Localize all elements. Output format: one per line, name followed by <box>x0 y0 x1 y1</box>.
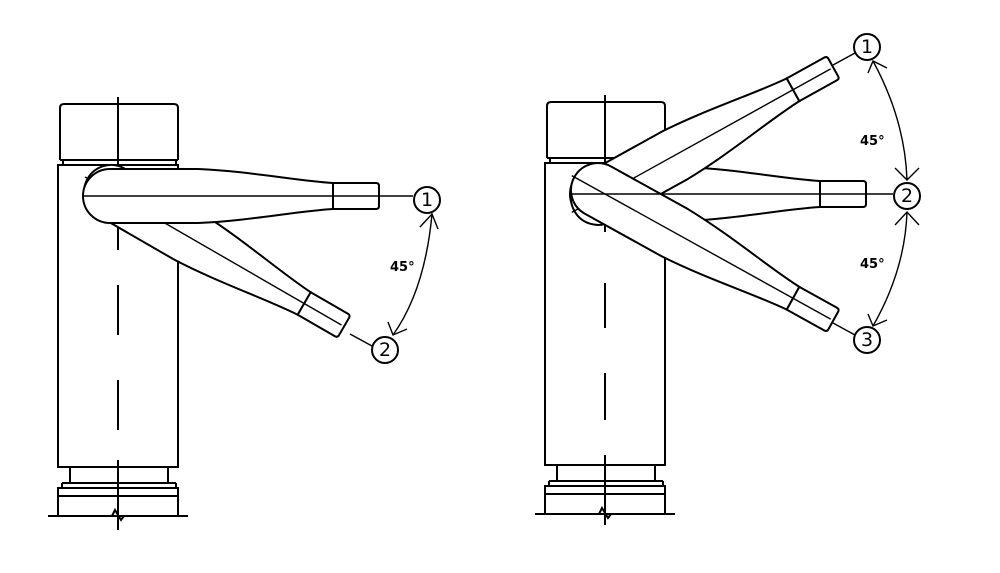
position-marker-2: 2 <box>371 336 399 364</box>
svg-text:3: 3 <box>861 329 873 351</box>
angle-label: 45° <box>390 260 415 275</box>
angle-label-upper: 45° <box>860 134 885 149</box>
position-marker-1: 1 <box>413 186 441 214</box>
svg-text:1: 1 <box>421 189 433 211</box>
arc-arrowheads <box>867 60 920 327</box>
handle-position-3 <box>560 152 848 346</box>
right-faucet: 1 2 3 45° 45° <box>534 33 921 525</box>
svg-text:2: 2 <box>379 339 391 361</box>
angle-arcs <box>872 60 908 327</box>
angle-label-lower: 45° <box>860 257 885 272</box>
position-marker-1: 1 <box>853 33 881 61</box>
position-marker-2: 2 <box>893 182 921 210</box>
position-marker-3: 3 <box>853 326 881 354</box>
arc-arrowheads <box>387 212 439 336</box>
left-faucet: 1 2 45° <box>47 97 441 530</box>
angle-arc <box>392 213 433 336</box>
svg-text:2: 2 <box>901 185 913 207</box>
svg-text:1: 1 <box>861 36 873 58</box>
